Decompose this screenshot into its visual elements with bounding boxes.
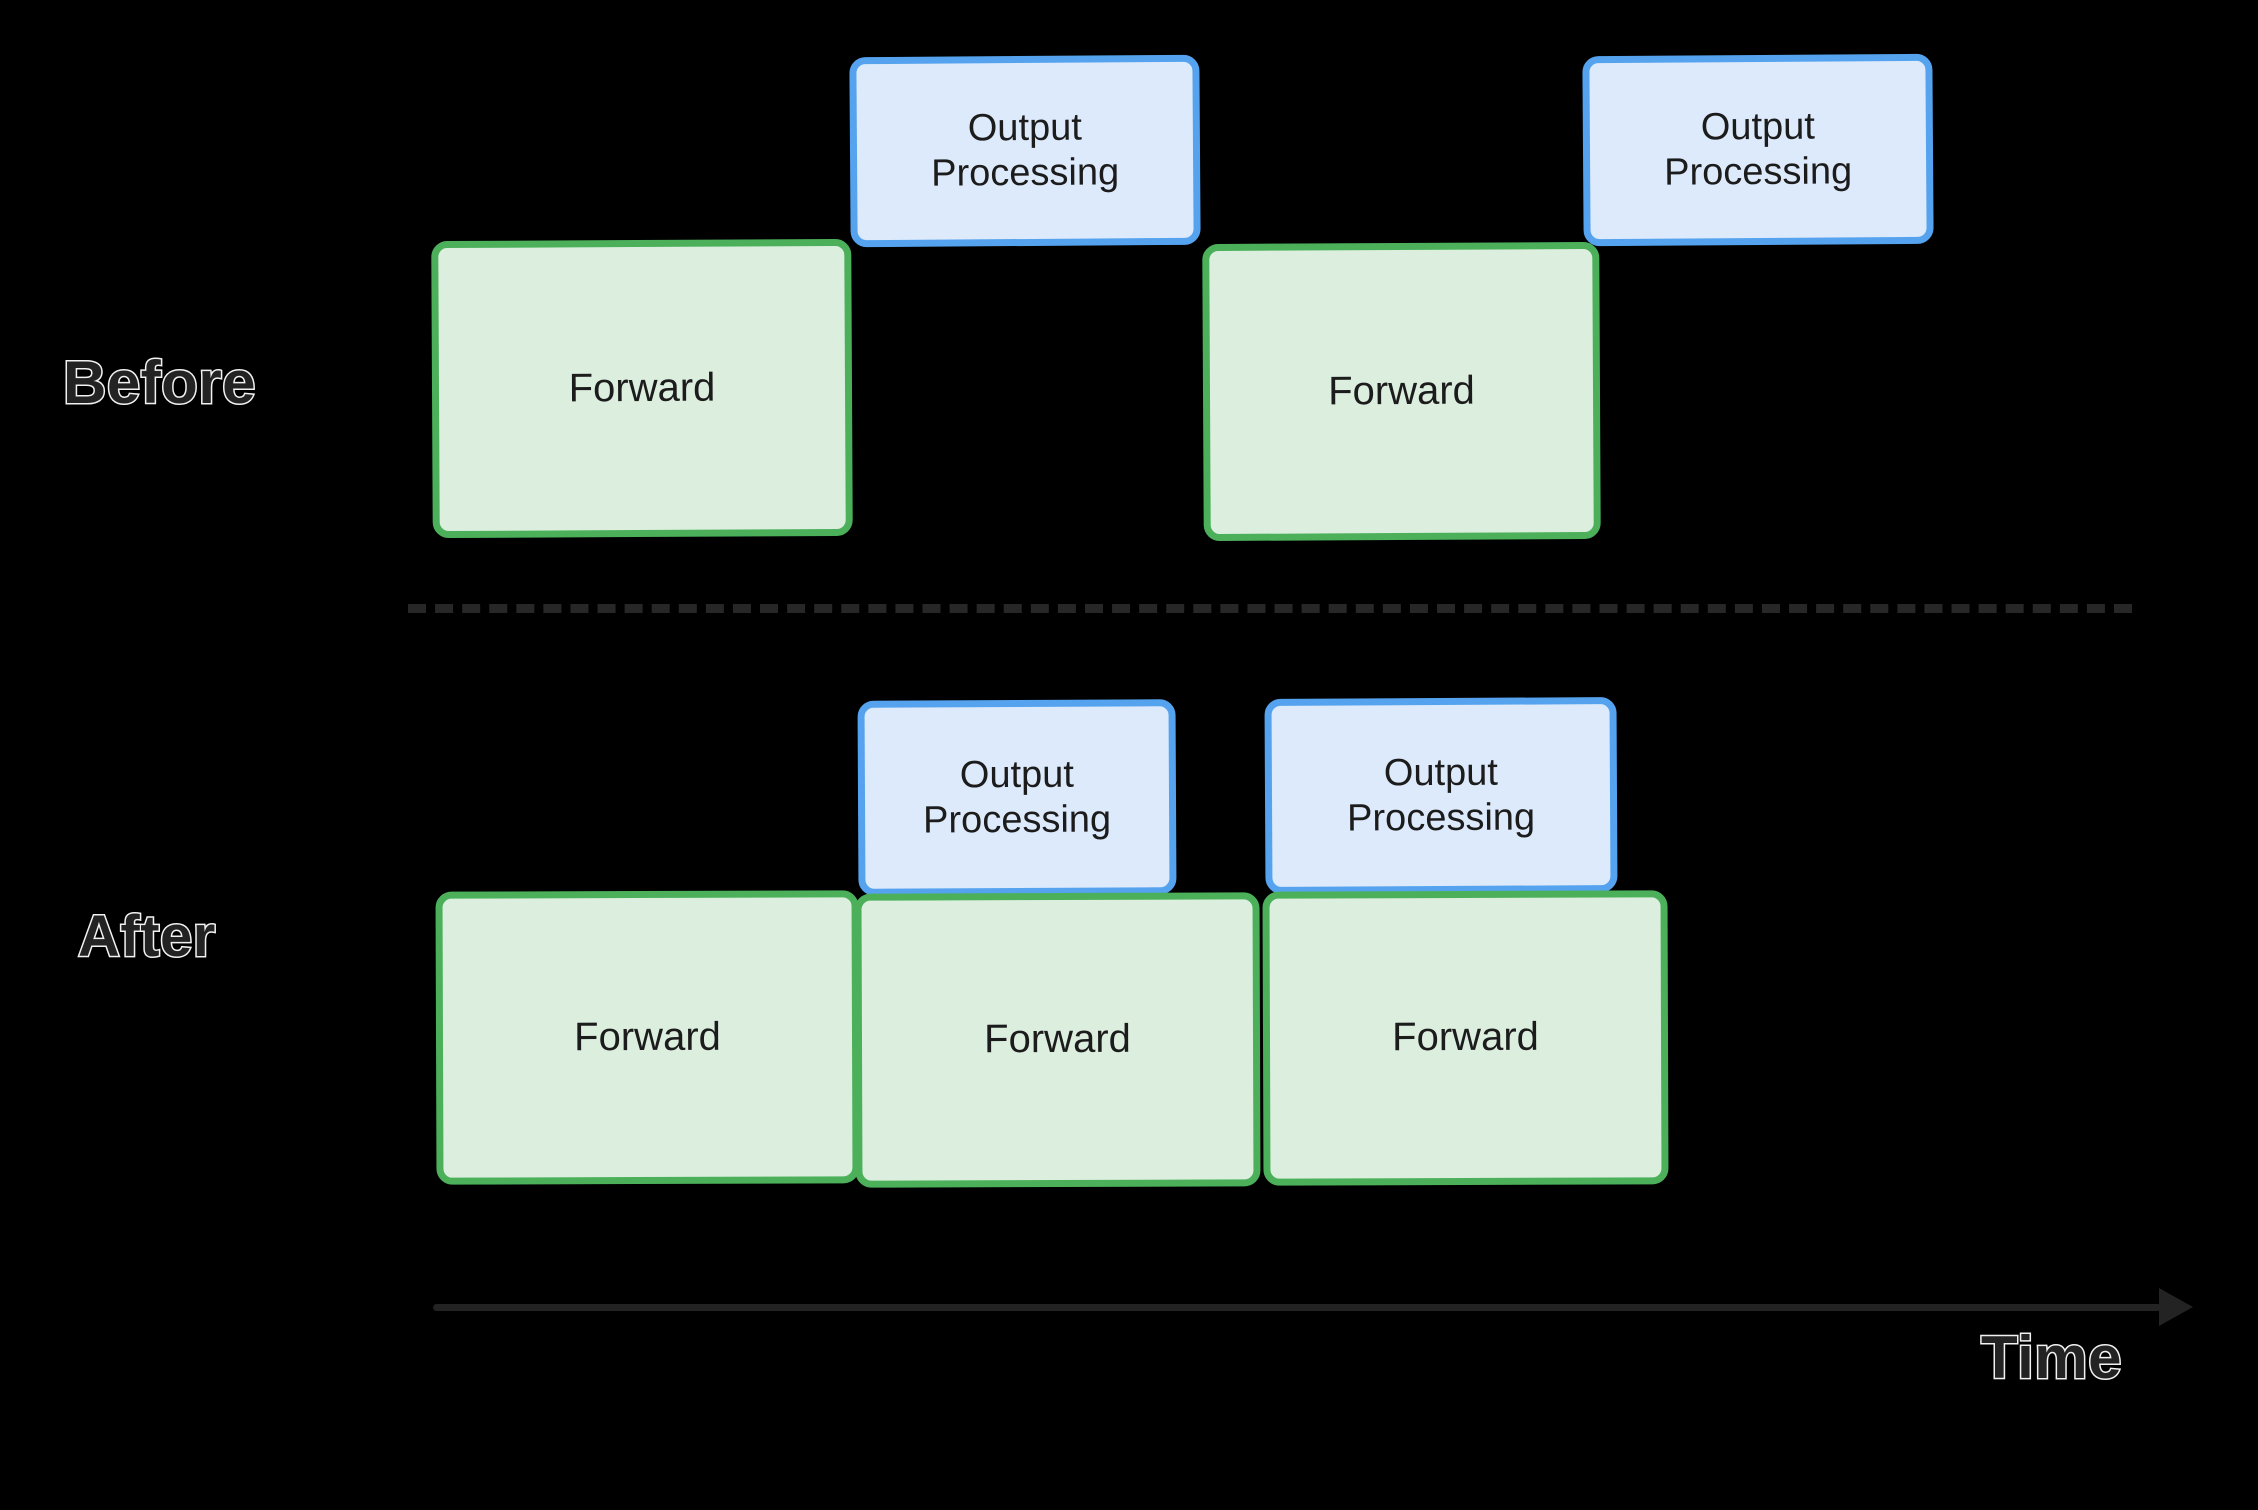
section-label-before: Before bbox=[61, 348, 257, 418]
before-forward-box-2: Forward bbox=[1202, 241, 1601, 542]
before-forward-box-1: Forward bbox=[431, 238, 853, 539]
before-output-processing-box-1: Output Processing bbox=[849, 54, 1201, 248]
after-output-processing-label-2: Output Processing bbox=[1347, 751, 1536, 839]
time-axis-arrowhead bbox=[2159, 1288, 2193, 1326]
after-output-processing-box-1: Output Processing bbox=[857, 699, 1177, 896]
before-forward-label-2: Forward bbox=[1328, 368, 1475, 414]
after-output-processing-box-2: Output Processing bbox=[1264, 697, 1618, 894]
after-forward-box-1: Forward bbox=[435, 890, 860, 1185]
after-forward-label-3: Forward bbox=[1392, 1015, 1539, 1060]
time-axis bbox=[433, 1288, 2195, 1344]
after-forward-box-3: Forward bbox=[1262, 890, 1669, 1186]
section-label-after: After bbox=[77, 903, 217, 971]
before-output-processing-label-1: Output Processing bbox=[931, 106, 1120, 195]
after-forward-label-2: Forward bbox=[984, 1017, 1131, 1062]
after-output-processing-label-1: Output Processing bbox=[923, 753, 1112, 841]
before-forward-label-1: Forward bbox=[568, 365, 716, 411]
before-output-processing-label-2: Output Processing bbox=[1664, 105, 1853, 194]
after-forward-box-2: Forward bbox=[854, 892, 1261, 1188]
time-axis-label: Time bbox=[1980, 1323, 2123, 1393]
after-forward-label-1: Forward bbox=[574, 1014, 721, 1060]
section-divider bbox=[408, 604, 2132, 613]
before-output-processing-box-2: Output Processing bbox=[1582, 53, 1934, 247]
time-axis-line bbox=[433, 1304, 2161, 1311]
